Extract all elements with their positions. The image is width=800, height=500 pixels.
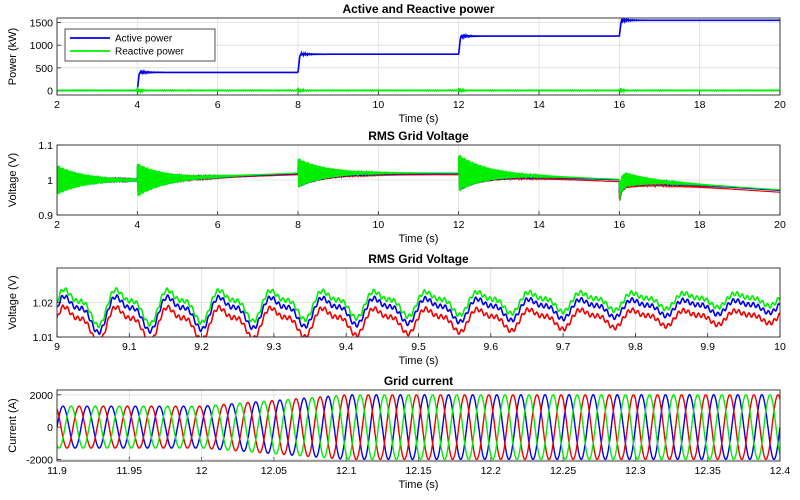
subplot-3: 9 9.1 9.2 9.3 9.4 9.5 9.6 9.7 9.8 9.9 10 1.01 1.02 RM… (7, 252, 786, 367)
y-tick-label: 1000 (30, 40, 54, 52)
y-tick-label: 1.02 (33, 298, 54, 310)
y-tick-label: 1.01 (33, 332, 54, 344)
x-tick-label: 12.35 (695, 465, 721, 477)
series-voltage-zoom-phase-2 (57, 294, 780, 336)
x-tick-label: 6 (215, 99, 221, 111)
series-current-phase-1 (57, 394, 780, 461)
y-axis-label: Current (A) (7, 398, 19, 452)
x-tick-label: 9.7 (556, 341, 571, 353)
x-tick-label: 18 (694, 99, 706, 111)
axes-frame (56, 389, 781, 462)
x-axis-label: Time (s) (399, 479, 439, 491)
y-tick-label: 1500 (30, 18, 54, 30)
series-voltage-zoom-phase-1 (57, 304, 780, 337)
x-tick-label: 4 (134, 99, 140, 111)
x-tick-label: 12.05 (261, 465, 287, 477)
x-tick-label: 12.25 (550, 465, 576, 477)
series-voltage-zoom-phase-3 (57, 286, 780, 329)
y-tick-label: 1 (47, 175, 53, 187)
plot-title: RMS Grid Voltage (368, 252, 469, 266)
x-tick-label: 9.1 (122, 341, 137, 353)
x-tick-label: 20 (774, 99, 786, 111)
data-layer (57, 154, 780, 201)
y-tick-label: 0 (47, 85, 53, 97)
x-tick-label: 12.4 (770, 465, 791, 477)
x-tick-label: 12 (453, 219, 465, 231)
x-axis-label: Time (s) (399, 113, 439, 125)
plot-title: Grid current (384, 374, 453, 388)
data-layer (57, 394, 780, 461)
x-tick-label: 12 (196, 465, 208, 477)
y-tick-label: 0 (47, 422, 53, 434)
x-tick-label: 12.2 (481, 465, 502, 477)
x-tick-label: 9.6 (483, 341, 498, 353)
series-voltage-phase-3 (57, 154, 780, 201)
axes-frame (56, 144, 781, 216)
series-current-phase-2 (57, 394, 780, 461)
x-tick-label: 14 (533, 219, 545, 231)
series-current-phase-3 (57, 394, 780, 461)
x-tick-label: 9.5 (411, 341, 426, 353)
data-layer (57, 286, 780, 337)
legend-label: Reactive power (115, 47, 185, 58)
x-tick-label: 12.1 (336, 465, 357, 477)
y-tick-label: 2000 (30, 390, 54, 402)
y-axis-label: Voltage (V) (7, 275, 19, 329)
data-layer (57, 18, 780, 95)
y-axis-label: Power (kW) (7, 28, 19, 85)
x-tick-label: 2 (54, 219, 60, 231)
x-tick-label: 9.3 (267, 341, 282, 353)
subplot-4: 11.9 11.95 12 12.05 12.1 12.15 12.2 12.25 12.3 12… (7, 374, 790, 491)
x-tick-label: 10 (774, 341, 786, 353)
plot-title: RMS Grid Voltage (368, 129, 469, 143)
axes-frame (56, 17, 781, 96)
x-tick-label: 16 (613, 219, 625, 231)
y-tick-label: 1.1 (38, 140, 53, 152)
x-tick-label: 11.95 (117, 465, 143, 477)
x-tick-label: 9.9 (700, 341, 715, 353)
x-tick-label: 8 (295, 219, 301, 231)
x-tick-label: 9.2 (194, 341, 209, 353)
x-tick-label: 20 (774, 219, 786, 231)
x-tick-label: 12.3 (625, 465, 646, 477)
x-tick-label: 9.4 (339, 341, 354, 353)
y-tick-label: -2000 (26, 454, 53, 466)
x-tick-label: 12.15 (405, 465, 431, 477)
plot-title: Active and Reactive power (342, 2, 494, 16)
x-tick-label: 10 (372, 219, 384, 231)
series-active-power (57, 18, 780, 92)
x-tick-label: 14 (533, 99, 545, 111)
x-axis-label: Time (s) (399, 355, 439, 367)
x-axis-label: Time (s) (399, 233, 439, 245)
x-tick-label: 18 (694, 219, 706, 231)
x-tick-label: 11.9 (47, 465, 67, 477)
subplot-1: 2 4 6 8 10 12 14 16 18 20 0 500 1000 1500 Active and R… (7, 2, 786, 125)
x-tick-label: 10 (372, 99, 384, 111)
axes-frame (56, 267, 781, 338)
y-tick-label: 500 (35, 63, 53, 75)
x-tick-label: 9 (54, 341, 60, 353)
y-axis-label: Voltage (V) (7, 153, 19, 207)
series-reactive-power (57, 86, 780, 95)
x-tick-label: 8 (295, 99, 301, 111)
subplot-2: 2 4 6 8 10 12 14 16 18 20 0.9 1 1.1 RMS Grid VoltageT… (7, 129, 786, 245)
legend-label: Active power (115, 34, 173, 45)
x-tick-label: 6 (215, 219, 221, 231)
legend-box (64, 28, 216, 62)
x-tick-label: 9.8 (628, 341, 643, 353)
y-tick-label: 0.9 (38, 210, 53, 222)
x-tick-label: 16 (613, 99, 625, 111)
x-tick-label: 12 (453, 99, 465, 111)
x-tick-label: 4 (134, 219, 140, 231)
x-tick-label: 2 (54, 99, 60, 111)
